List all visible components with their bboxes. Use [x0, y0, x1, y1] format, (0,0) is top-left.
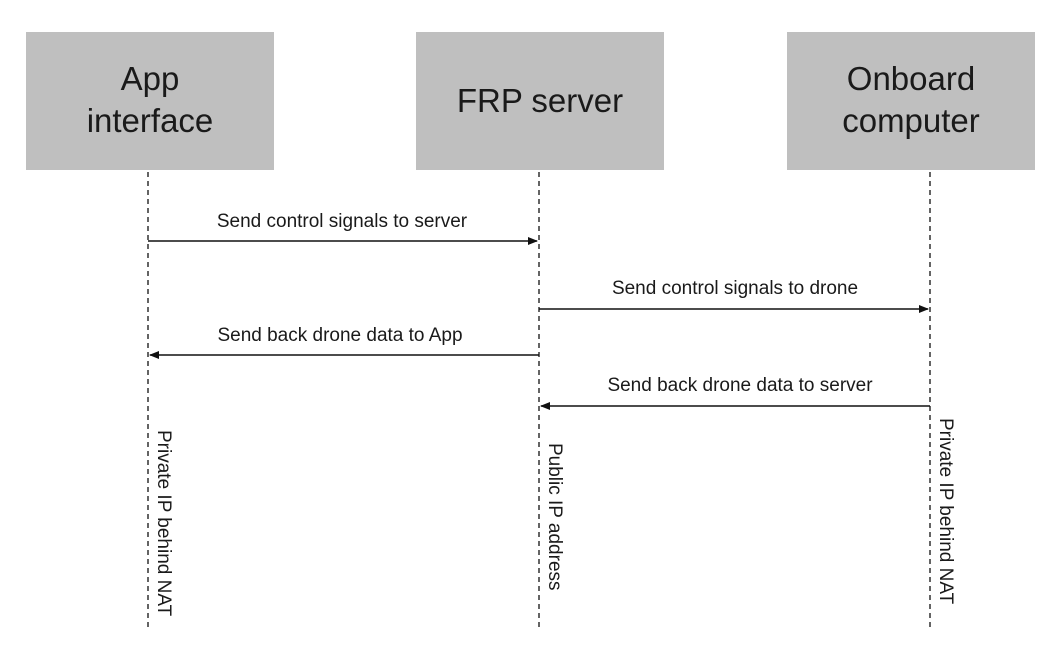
- message-data-to-server: Send back drone data to server: [540, 375, 930, 410]
- participant-app-line-1: App: [121, 60, 180, 97]
- message-control-to-drone-label: Send control signals to drone: [612, 278, 858, 299]
- participant-frp-line-1: FRP server: [457, 82, 623, 119]
- message-data-to-app-label: Send back drone data to App: [217, 325, 462, 346]
- participant-onboard-line-1: Onboard: [847, 60, 975, 97]
- note-onboard: Private IP behind NAT: [935, 418, 956, 605]
- participant-onboard: Onboard computer: [787, 32, 1035, 170]
- participant-frp: FRP server: [416, 32, 664, 170]
- message-data-to-app: Send back drone data to App: [149, 325, 539, 359]
- participant-app-line-2: interface: [87, 102, 214, 139]
- participant-app: App interface: [26, 32, 274, 170]
- note-frp: Public IP address: [544, 443, 565, 591]
- participant-box-onboard: [787, 32, 1035, 170]
- participant-box-frp: [416, 32, 664, 170]
- note-app: Private IP behind NAT: [153, 430, 174, 617]
- message-data-to-server-label: Send back drone data to server: [607, 375, 873, 396]
- message-control-to-drone: Send control signals to drone: [539, 278, 929, 313]
- message-control-to-server: Send control signals to server: [148, 211, 538, 245]
- message-control-to-server-label: Send control signals to server: [217, 211, 468, 232]
- participant-box-app: [26, 32, 274, 170]
- participant-onboard-line-2: computer: [842, 102, 980, 139]
